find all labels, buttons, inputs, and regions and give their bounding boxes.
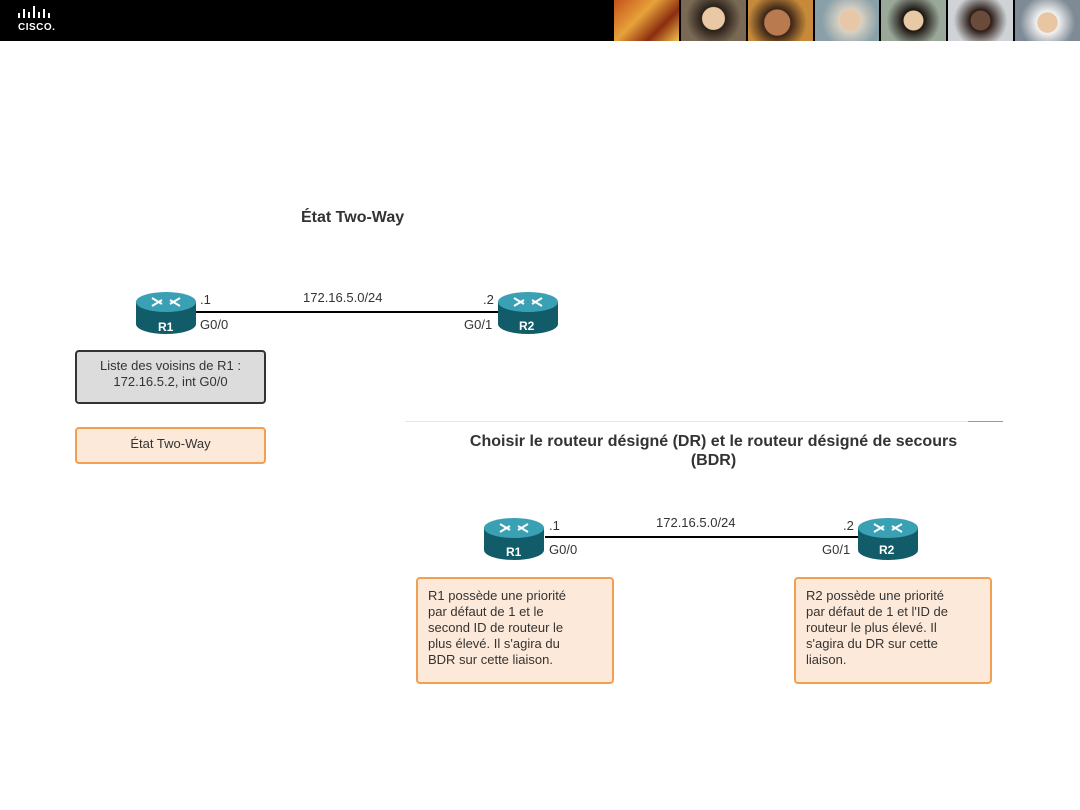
r2-note-line: par défaut de 1 et l'ID de <box>806 604 948 619</box>
photo-3 <box>745 0 813 41</box>
logo-text: CISCO. <box>18 22 56 33</box>
dr-bdr-r1-iface: G0/0 <box>549 542 578 557</box>
photo-7 <box>1013 0 1080 41</box>
router-r1-icon <box>136 292 196 334</box>
router-r1-icon <box>484 518 544 560</box>
dr-bdr-title-line2: (BDR) <box>690 452 737 469</box>
dr-bdr-link <box>545 536 870 538</box>
neighbor-list-line1: Liste des voisins de R1 : <box>100 358 241 373</box>
r2-note-line: routeur le plus élevé. Il <box>806 620 937 635</box>
r2-note-line: R2 possède une priorité <box>806 588 945 603</box>
r2-dr-note-box: R2 possède une priorité par défaut de 1 … <box>794 577 992 684</box>
neighbor-list-line2: 172.16.5.2, int G0/0 <box>113 374 228 389</box>
dr-bdr-r1-name: R1 <box>506 545 522 559</box>
photo-2 <box>678 0 746 41</box>
photo-1 <box>612 0 679 41</box>
photo-4 <box>812 0 880 41</box>
two-way-r1-addr: .1 <box>200 292 211 307</box>
dr-bdr-r2-name: R2 <box>879 543 895 557</box>
r1-bdr-note-box: R1 possède une priorité par défaut de 1 … <box>416 577 614 684</box>
two-way-title: État Two-Way <box>301 209 405 226</box>
router-r2-icon <box>858 518 918 560</box>
section-divider-accent <box>968 421 1003 422</box>
two-way-r1-iface: G0/0 <box>200 317 229 332</box>
two-way-network-label: 172.16.5.0/24 <box>303 290 383 305</box>
dr-bdr-r2-iface: G0/1 <box>822 542 851 557</box>
two-way-link <box>195 311 507 313</box>
r1-note-line: BDR sur cette liaison. <box>428 652 553 667</box>
neighbor-list-box: Liste des voisins de R1 : 172.16.5.2, in… <box>75 350 266 404</box>
r2-note-line: s'agira du DR sur cette <box>806 636 938 651</box>
r1-note-line: second ID de routeur le <box>428 620 564 635</box>
header-bar: CISCO. <box>0 0 1080 41</box>
photo-5 <box>879 0 947 41</box>
r1-note-line: plus élevé. Il s'agira du <box>428 636 560 651</box>
dr-bdr-r1-addr: .1 <box>549 518 560 533</box>
two-way-r2-name: R2 <box>519 319 535 333</box>
two-way-state-label: État Two-Way <box>130 436 211 451</box>
photo-6 <box>946 0 1014 41</box>
two-way-r1-name: R1 <box>158 320 174 334</box>
dr-bdr-title-line1: Choisir le routeur désigné (DR) et le ro… <box>469 433 958 450</box>
r1-note-line: par défaut de 1 et le <box>428 604 544 619</box>
two-way-state-box: État Two-Way <box>75 427 266 464</box>
two-way-r2-addr: .2 <box>483 292 494 307</box>
dr-bdr-title: Choisir le routeur désigné (DR) et le ro… <box>405 432 1022 470</box>
r1-note-line: R1 possède une priorité <box>428 588 567 603</box>
dr-bdr-r2-addr: .2 <box>843 518 854 533</box>
header-photo-strip <box>612 0 1080 41</box>
r2-note-line: liaison. <box>806 652 847 667</box>
section-divider <box>405 421 1003 422</box>
two-way-r2-iface: G0/1 <box>464 317 493 332</box>
dr-bdr-network-label: 172.16.5.0/24 <box>656 515 736 530</box>
cisco-logo-icon <box>18 6 50 18</box>
router-r2-icon <box>498 292 558 334</box>
